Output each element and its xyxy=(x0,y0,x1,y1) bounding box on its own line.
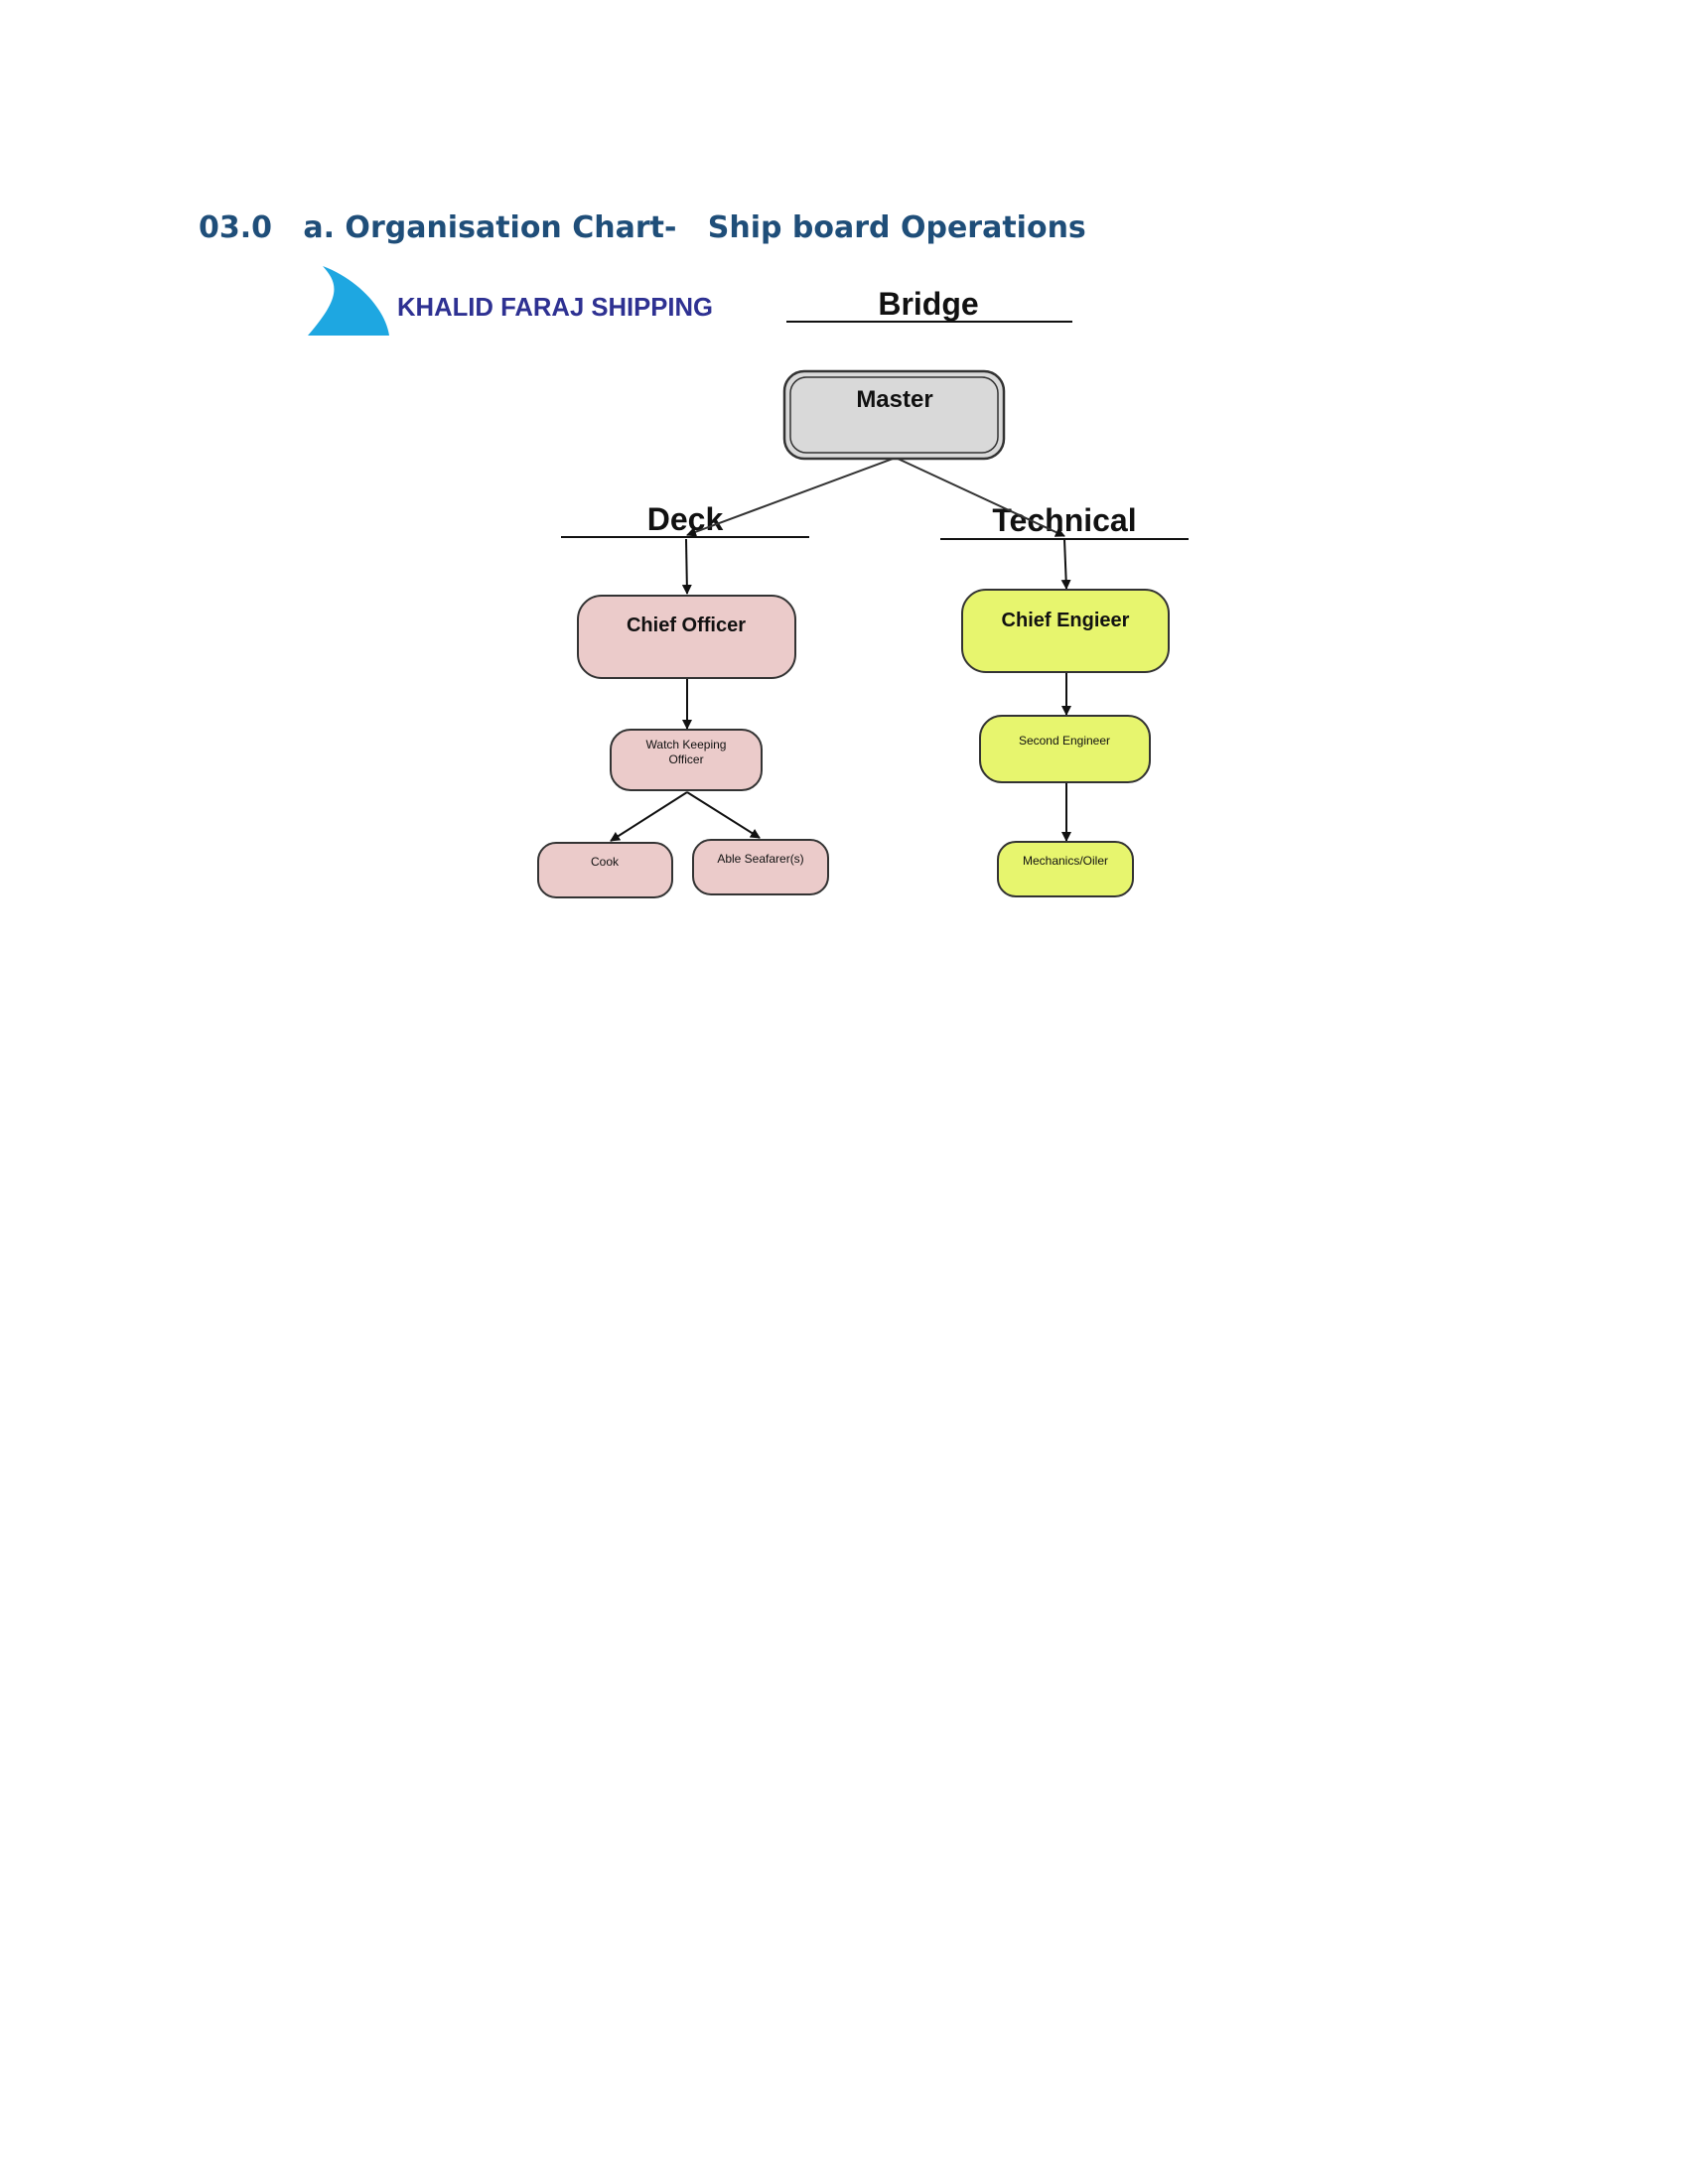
node-cook: Cook xyxy=(537,842,673,898)
node-watch-keeping-officer-box xyxy=(610,729,763,791)
connector-watch-officer-able-seafarers xyxy=(686,791,761,839)
connector-master-deck xyxy=(686,457,897,537)
node-second-engineer-label: Second Engineer xyxy=(1019,734,1110,748)
node-second-engineer-box xyxy=(979,715,1151,783)
connector-master-technical xyxy=(895,457,1065,537)
page-title: 03.0 a. Organisation Chart- Ship board O… xyxy=(199,210,1086,245)
node-cook-box xyxy=(537,842,673,898)
node-cook-label: Cook xyxy=(591,855,620,869)
node-chief-engineer-box xyxy=(961,589,1170,673)
node-master-inner-border xyxy=(789,376,999,454)
connectors xyxy=(610,457,1071,842)
node-master: Master xyxy=(782,369,1006,461)
node-mechanics-oiler-box xyxy=(997,841,1134,897)
node-mechanics-oiler-label: Mechanics/Oiler xyxy=(1023,854,1108,868)
node-able-seafarers: Able Seafarer(s) xyxy=(692,839,829,895)
node-second-engineer: Second Engineer xyxy=(979,715,1151,783)
company-logo: KHALID FARAJ SHIPPING xyxy=(308,266,713,336)
node-chief-engineer-label: Chief Engieer xyxy=(1002,610,1130,631)
node-master-box xyxy=(782,369,1006,461)
section-label-deck: Deck xyxy=(647,501,724,537)
section-label-technical: Technical xyxy=(992,502,1136,538)
node-watch-keeping-officer: Watch Keeping Officer xyxy=(610,729,763,791)
node-able-seafarers-box xyxy=(692,839,829,895)
connector-deck-chief-officer xyxy=(681,538,692,595)
node-master-label: Master xyxy=(856,386,932,413)
node-able-seafarers-label: Able Seafarer(s) xyxy=(717,852,803,866)
node-watch-keeping-officer-label-line2: Officer xyxy=(668,752,703,766)
connector-watch-officer-cook xyxy=(610,791,688,842)
connector-technical-chief-engineer xyxy=(1060,538,1071,590)
node-chief-officer-label: Chief Officer xyxy=(627,614,746,636)
node-mechanics-oiler: Mechanics/Oiler xyxy=(997,841,1134,897)
fin-logo-icon xyxy=(308,266,389,336)
logo-text: KHALID FARAJ SHIPPING xyxy=(397,292,713,322)
section-label-bridge: Bridge xyxy=(878,286,978,322)
node-chief-officer: Chief Officer xyxy=(577,595,796,679)
node-chief-officer-box xyxy=(577,595,796,679)
node-chief-engineer: Chief Engieer xyxy=(961,589,1170,673)
node-watch-keeping-officer-label-line1: Watch Keeping xyxy=(646,738,727,751)
